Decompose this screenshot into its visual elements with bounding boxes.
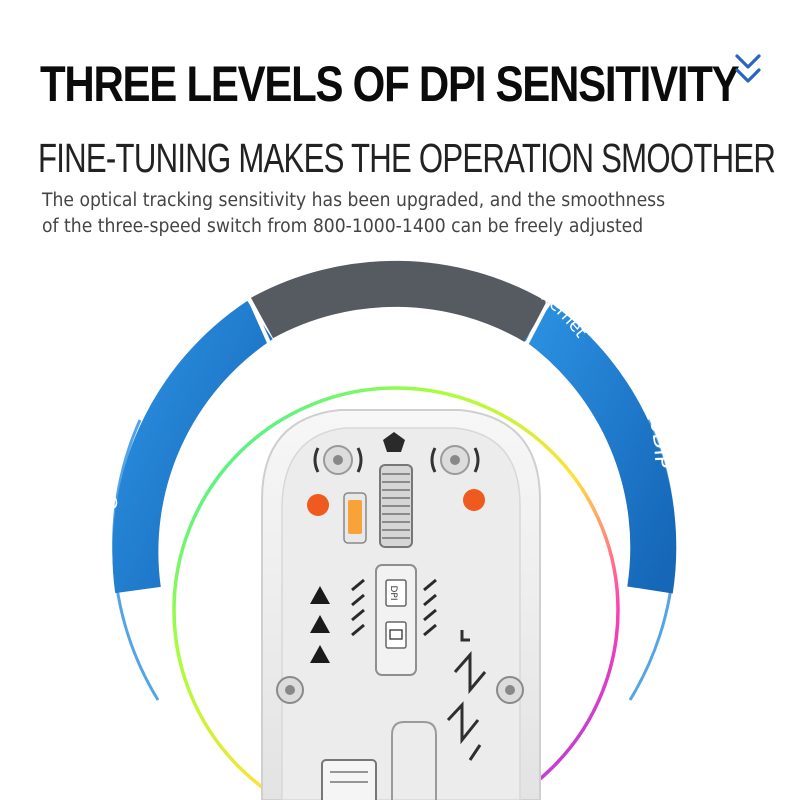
rgb-light-ring <box>172 386 620 800</box>
svg-text:800DIP: 800DIP <box>130 275 194 351</box>
page-title: THREE LEVELS OF DPI SENSITIVITY <box>40 56 740 112</box>
dpi-800-label: 800DIP <box>130 275 194 351</box>
page-description: The optical tracking sensitivity has bee… <box>42 188 782 240</box>
description-line-1: The optical tracking sensitivity has bee… <box>42 190 666 211</box>
description-line-2: of the three-speed switch from 800-1000-… <box>42 216 644 237</box>
ring-segment-800 <box>112 300 273 594</box>
svg-text:DPI: DPI <box>388 585 398 600</box>
ring-segment-1000 <box>250 260 548 342</box>
mouse-body: DPI <box>261 409 541 800</box>
ring-segment-1400 <box>524 303 677 594</box>
page-subtitle: FINE-TUNING MAKES THE OPERATION SMOOTHER <box>38 135 776 181</box>
double-chevron-down-icon[interactable] <box>734 52 762 88</box>
